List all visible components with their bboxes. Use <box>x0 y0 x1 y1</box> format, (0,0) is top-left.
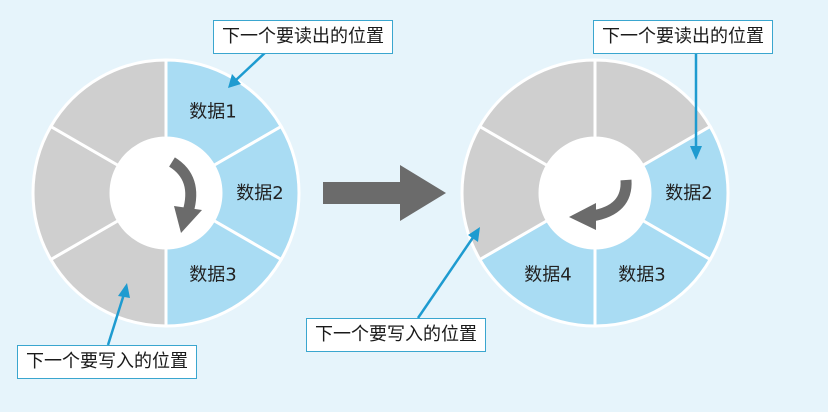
right-read-pointer <box>690 54 702 160</box>
left-read-position-callout: 下一个要读出的位置 <box>213 20 393 54</box>
segment-label: 数据2 <box>665 183 712 204</box>
segment-label: 数据3 <box>189 264 236 285</box>
right-write-pointer <box>416 227 480 319</box>
ring-center <box>111 138 221 248</box>
right-rotation-arrow-icon <box>569 179 632 230</box>
segment-label: 数据1 <box>189 102 236 123</box>
left-write-pointer <box>106 283 130 346</box>
segment-label: 数据4 <box>524 264 571 285</box>
right-read-position-callout: 下一个要读出的位置 <box>593 20 773 54</box>
right-write-position-callout: 下一个要写入的位置 <box>306 318 486 352</box>
left-ring-buffer: 数据1 数据2 数据3 <box>31 58 301 328</box>
left-write-position-callout: 下一个要写入的位置 <box>17 345 197 379</box>
ring-center <box>540 138 650 248</box>
left-read-pointer <box>228 49 269 88</box>
right-arrow-icon <box>323 165 446 221</box>
right-ring-buffer: 数据2 数据3 数据4 <box>460 58 730 328</box>
segment-label: 数据2 <box>236 183 283 204</box>
left-rotation-arrow-icon <box>168 157 202 233</box>
segment-label: 数据3 <box>618 264 665 285</box>
